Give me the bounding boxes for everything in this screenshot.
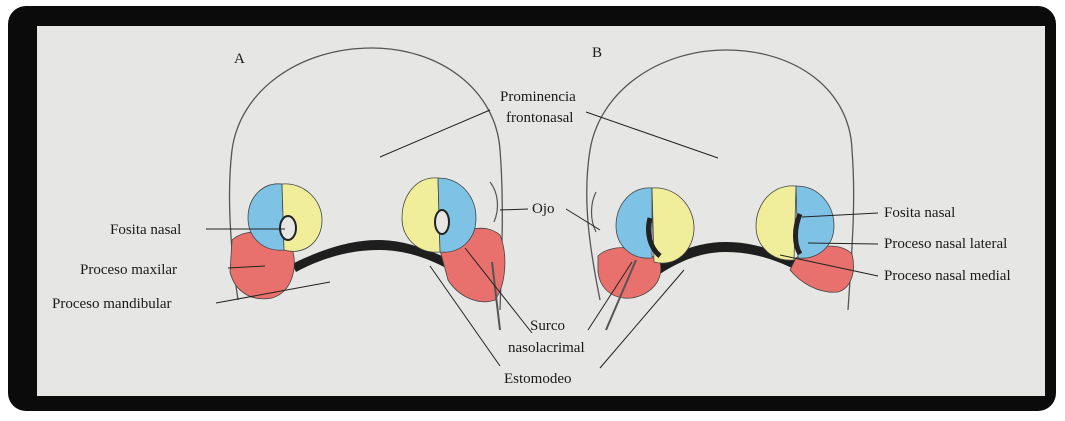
panel-label-b: B (592, 45, 602, 61)
label-prominencia-line1: Prominencia (500, 89, 576, 105)
label-ojo: Ojo (532, 201, 555, 217)
label-proceso-maxilar: Proceso maxilar (80, 262, 177, 278)
panel-b (587, 50, 854, 330)
label-surco-line1: Surco (530, 318, 565, 334)
label-proceso-nasal-medial: Proceso nasal medial (884, 268, 1011, 284)
text-labels: A B Prominencia frontonasal Ojo Fosita n… (52, 45, 1011, 387)
label-surco-line2: nasolacrimal (508, 340, 585, 356)
label-fosita-nasal-a: Fosita nasal (110, 222, 181, 238)
panel-a (230, 48, 505, 330)
nasal-pit-left-a (280, 216, 296, 240)
nasal-medial-right-a (402, 178, 440, 252)
eye-a (490, 182, 497, 222)
label-fosita-nasal-b: Fosita nasal (884, 205, 955, 221)
label-proceso-mandibular: Proceso mandibular (52, 296, 172, 312)
nasal-pit-right-a (435, 210, 449, 234)
panel-label-a: A (234, 51, 245, 67)
label-estomodeo: Estomodeo (504, 371, 572, 387)
label-proceso-nasal-lateral: Proceso nasal lateral (884, 236, 1007, 252)
label-prominencia-line2: frontonasal (506, 110, 573, 126)
